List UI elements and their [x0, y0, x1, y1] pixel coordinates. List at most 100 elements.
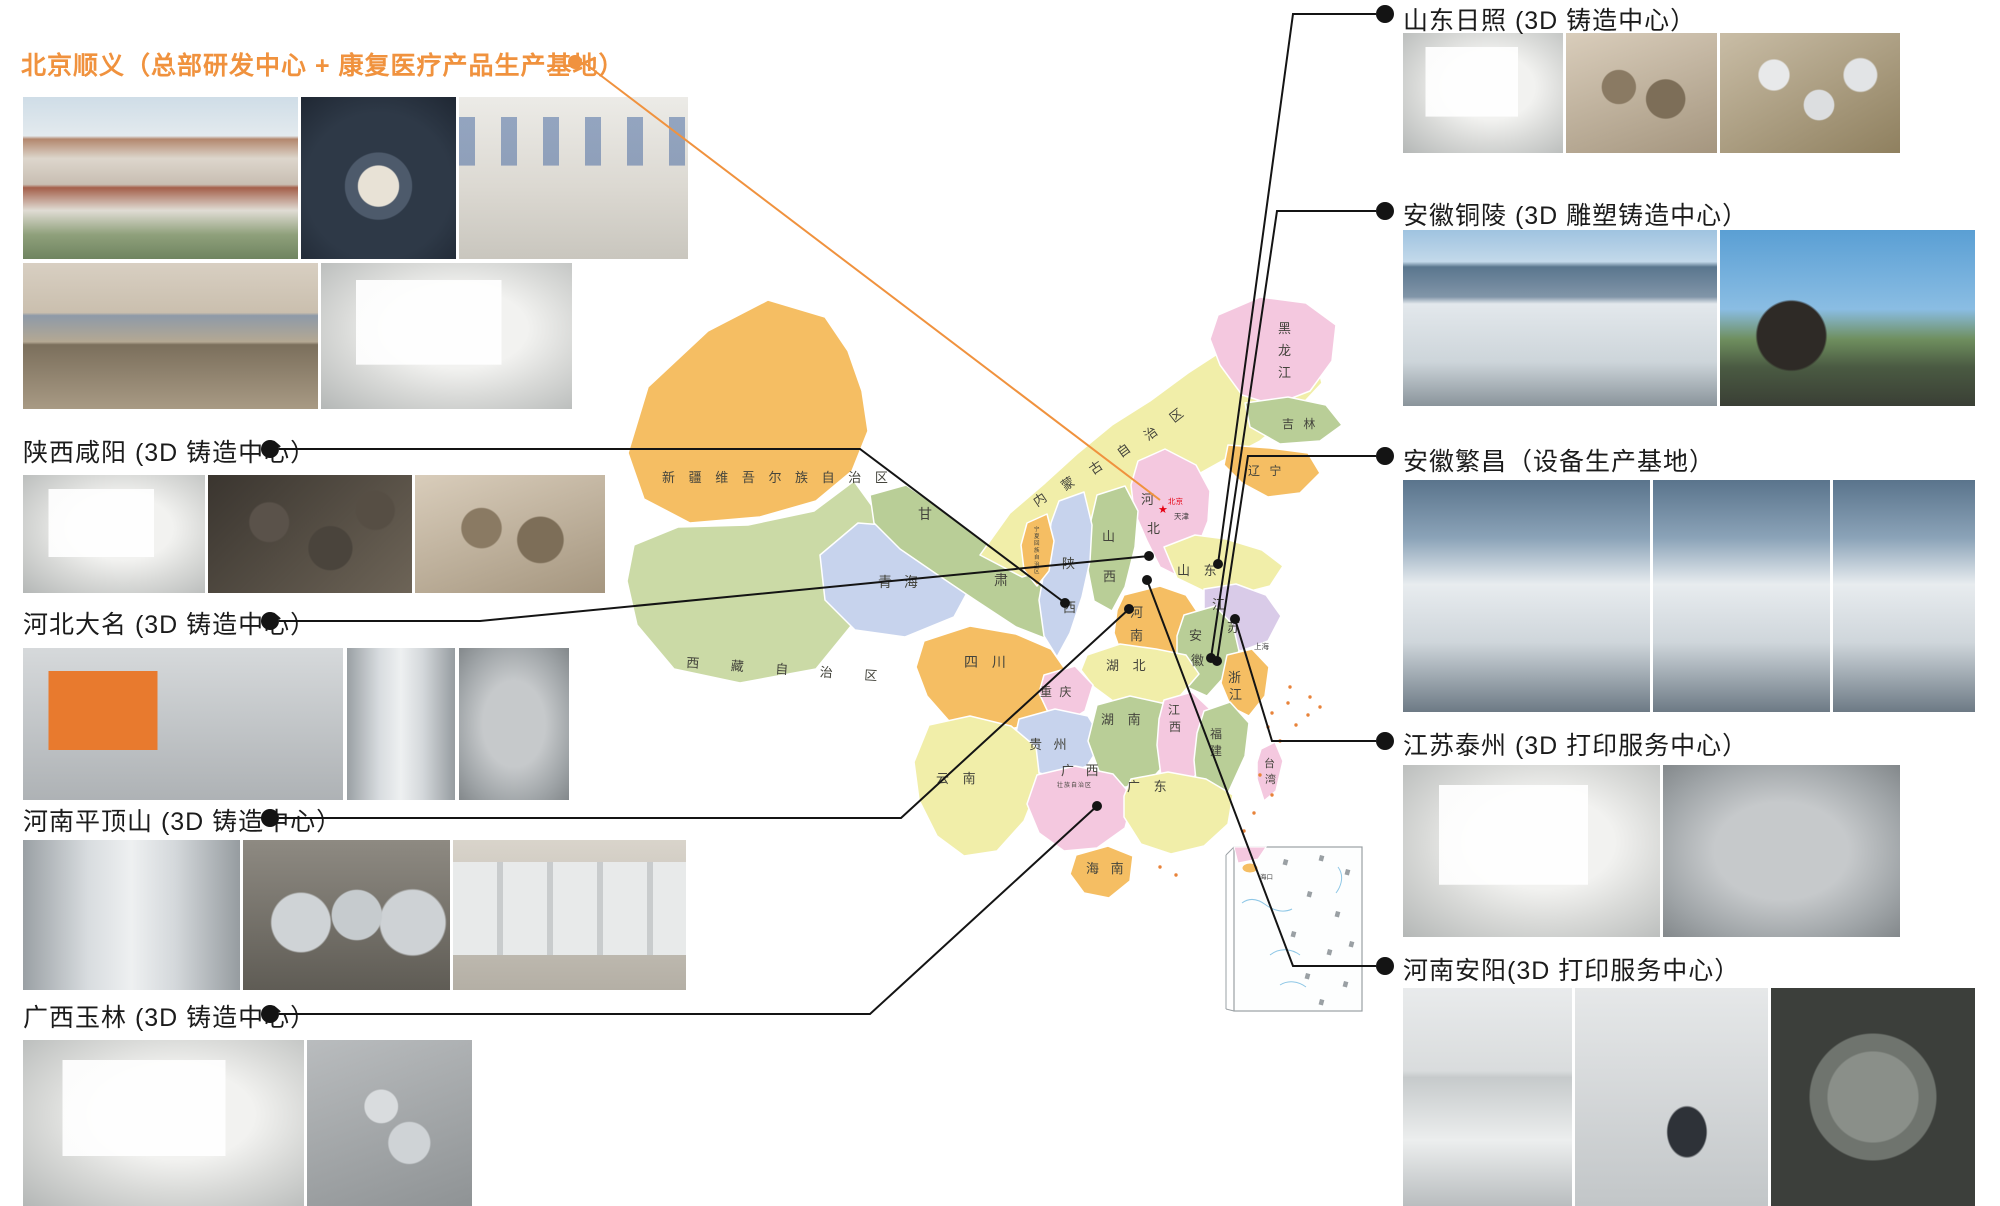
map-label: 四 川 — [964, 654, 1011, 670]
shandong-rizhao-photo-casting-printer — [1403, 33, 1563, 153]
map-dot-shandong-rizhao — [1213, 559, 1223, 569]
map-label: 北京 — [1168, 496, 1184, 506]
province-广东 — [1123, 771, 1234, 855]
beijing-shunyi-photo-showroom-portal — [301, 97, 456, 259]
henan-pingdingshan-photo-machine-row — [453, 840, 686, 990]
inset-island-marker — [1318, 999, 1325, 1006]
connector-anhui-tongling — [1210, 210, 1376, 659]
province-广西壮族自治区 — [1026, 765, 1134, 852]
anhui-fanchang-photo-equipment-plant-2 — [1653, 480, 1830, 712]
map-label: 辽 宁 — [1248, 463, 1284, 478]
anhui-tongling-photo-sculpture-factory — [1403, 230, 1717, 406]
site-label-anhui-fanchang: 安徽繁昌（设备生产基地） — [1403, 448, 1716, 476]
inset-island-marker — [1342, 981, 1349, 988]
shaanxi-xianyang-photo-casting-machine — [23, 475, 205, 593]
map-dot-shaanxi-xianyang — [1060, 598, 1070, 608]
guangxi-yulin-photo-manifold-casting — [307, 1040, 472, 1206]
label-dot-henan-pingdingshan — [261, 809, 279, 827]
connector-guangxi-yulin — [279, 805, 1098, 1015]
map-label: 壮族自治区 — [1057, 781, 1092, 789]
map-dot-henan-pingdingshan — [1124, 604, 1134, 614]
inset-island-marker — [1290, 931, 1297, 938]
anhui-fanchang-photo-equipment-plant-3 — [1833, 480, 1975, 712]
map-label: 宁夏回族自治区 — [1034, 525, 1040, 575]
shaanxi-xianyang-photo-dark-castings — [208, 475, 412, 593]
province-新疆维吾尔族自治区 — [627, 299, 869, 524]
henan-anyang-photo-print-room — [1403, 988, 1572, 1206]
map-label: 黑龙江 — [1278, 321, 1291, 380]
map-label: 湖 北 — [1106, 658, 1151, 673]
island-dot — [1286, 701, 1290, 705]
connector-shaanxi-xianyang — [279, 448, 1066, 604]
map-label: 福 — [1210, 726, 1222, 741]
beijing-shunyi-photo-production-machines — [321, 263, 572, 409]
province-吉林 — [1244, 396, 1343, 445]
map-label: 吉 林 — [1282, 417, 1318, 431]
island-dot — [1270, 793, 1274, 797]
label-dot-henan-anyang — [1376, 957, 1394, 975]
connector-beijing-shunyi — [582, 61, 1161, 501]
map-dot-anhui-fanchang — [1212, 656, 1222, 666]
site-label-beijing-shunyi: 北京顺义（总部研发中心 + 康复医疗产品生产基地） — [21, 52, 625, 80]
site-label-anhui-tongling: 安徽铜陵 (3D 雕塑铸造中心） — [1403, 202, 1749, 230]
map-label: 徽 — [1191, 653, 1204, 668]
inset-island-marker — [1318, 855, 1325, 862]
island-dot — [1294, 723, 1298, 727]
map-label: 重 庆 — [1040, 685, 1073, 699]
hebei-daming-photo-factory-line — [347, 648, 455, 800]
label-dot-shandong-rizhao — [1376, 5, 1394, 23]
label-dot-anhui-fanchang — [1376, 447, 1394, 465]
map-label: 河 — [1141, 492, 1154, 507]
inset-island-marker — [1282, 859, 1289, 866]
jiangsu-taizhou-photo-printed-part — [1663, 765, 1900, 937]
map-dot-henan-anyang — [1142, 575, 1152, 585]
map-label: 湾 — [1265, 772, 1276, 786]
china-map: 新 疆 维 吾 尔 族 自 治 区西 藏 自 治 区青 海甘肃内蒙古自治区黑龙江… — [626, 296, 1363, 1012]
map-label: 肃 — [994, 572, 1008, 588]
island-dot — [1174, 873, 1178, 877]
island-dot — [1318, 705, 1322, 709]
south-china-sea-inset: 海口 — [1225, 846, 1363, 1012]
inset-island-marker — [1326, 949, 1333, 956]
shaanxi-xianyang-photo-sand-cores — [415, 475, 605, 593]
anhui-tongling-photo-bronze-horses — [1720, 230, 1975, 406]
guangxi-yulin-photo-printing-machine — [23, 1040, 304, 1206]
site-label-jiangsu-taizhou: 江苏泰州 (3D 打印服务中心） — [1403, 732, 1749, 760]
map-label: 湖 南 — [1101, 712, 1146, 727]
map-label: 广 西 — [1061, 763, 1103, 778]
map-label: 江 — [1229, 687, 1242, 702]
label-dot-anhui-tongling — [1376, 202, 1394, 220]
map-label: 江 — [1168, 703, 1180, 717]
henan-anyang-photo-round-printed-part — [1771, 988, 1975, 1206]
henan-pingdingshan-photo-cylinder-castings — [243, 840, 450, 990]
map-label: 山 东 — [1177, 563, 1222, 578]
island-dot — [1258, 773, 1262, 777]
hebei-daming-photo-cast-part — [459, 648, 569, 800]
henan-anyang-photo-operator-at-machine — [1575, 988, 1768, 1206]
map-label: 西 — [1103, 569, 1116, 584]
connector-shandong-rizhao — [1217, 13, 1376, 565]
site-label-henan-anyang: 河南安阳(3D 打印服务中心） — [1403, 957, 1741, 985]
map-label: 天津 — [1174, 512, 1190, 521]
province-海南 — [1069, 845, 1134, 899]
label-dot-jiangsu-taizhou — [1376, 732, 1394, 750]
connector-anhui-fanchang — [1216, 455, 1376, 662]
map-label: 新 疆 维 吾 尔 族 自 治 区 — [662, 470, 893, 485]
map-label: 山 — [1102, 529, 1115, 544]
map-label: 安 — [1189, 628, 1202, 643]
shandong-rizhao-photo-metal-castings — [1720, 33, 1900, 153]
shandong-rizhao-photo-sand-molds — [1566, 33, 1717, 153]
province-浙江 — [1220, 648, 1270, 717]
map-dot-guangxi-yulin — [1092, 801, 1102, 811]
map-label: 贵 州 — [1029, 737, 1071, 752]
map-label: 南 — [1130, 628, 1143, 643]
map-dot-jiangsu-taizhou — [1230, 614, 1240, 624]
island-dot — [1308, 695, 1312, 699]
label-dot-shaanxi-xianyang — [261, 440, 279, 458]
label-dot-guangxi-yulin — [261, 1005, 279, 1023]
island-dot — [1252, 811, 1256, 815]
inset-island-marker — [1348, 941, 1355, 948]
hebei-daming-photo-orange-casting-line — [23, 648, 343, 800]
